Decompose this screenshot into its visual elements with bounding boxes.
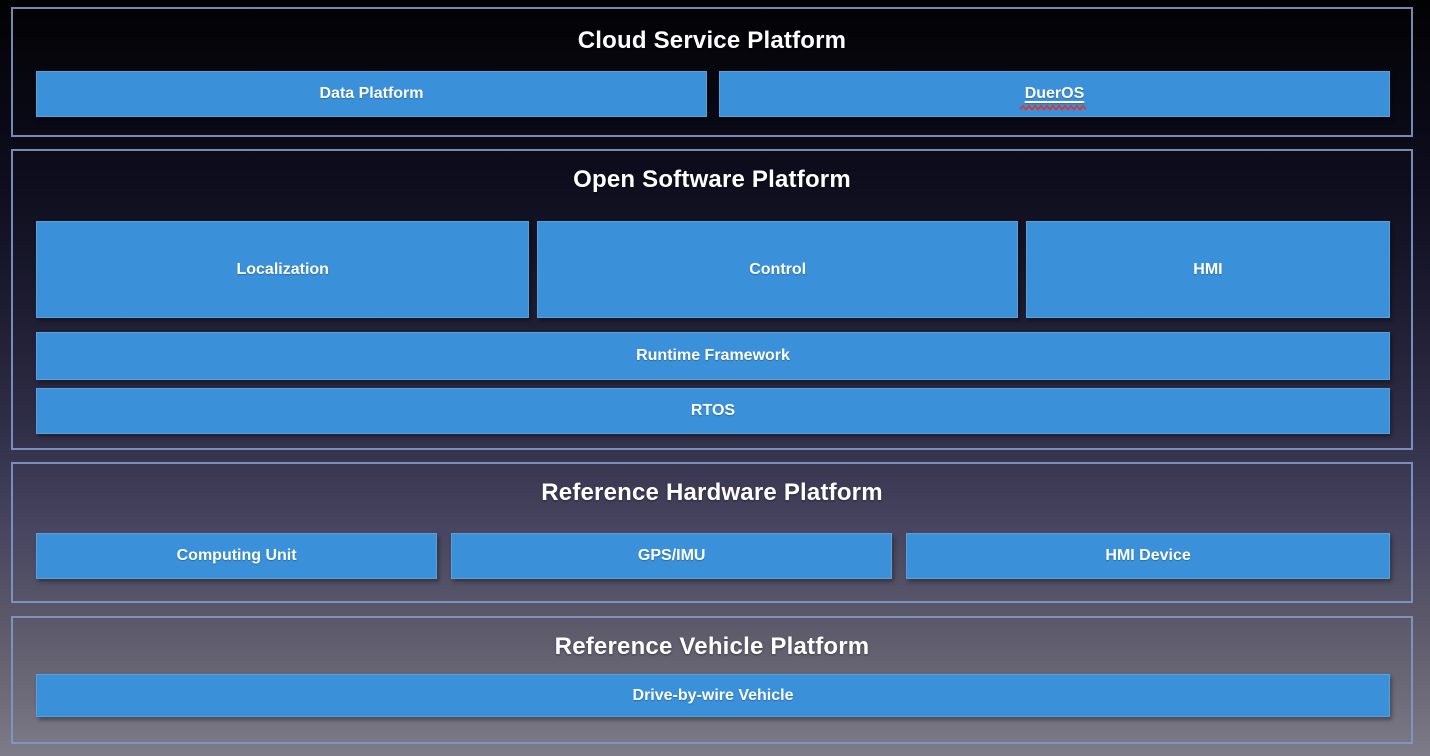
hardware-boxes-row: Computing Unit GPS/IMU HMI Device	[36, 533, 1390, 579]
box-runtime-framework[interactable]: Runtime Framework	[36, 332, 1390, 380]
box-dueros[interactable]: DuerOS	[719, 71, 1390, 117]
box-hmi-device[interactable]: HMI Device	[906, 533, 1390, 579]
box-data-platform[interactable]: Data Platform	[36, 71, 707, 117]
box-label-rtos: RTOS	[690, 402, 736, 419]
section-title-reference-hardware-platform: Reference Hardware Platform	[541, 479, 883, 506]
box-label-control: Control	[749, 260, 807, 278]
box-label-computing-unit: Computing Unit	[176, 547, 297, 564]
box-label-dueros: DuerOS	[1024, 85, 1085, 102]
box-label-localization: Localization	[236, 260, 329, 278]
section-open-software-platform: Open Software Platform Localization Cont…	[11, 149, 1413, 450]
section-cloud-service-platform: Cloud Service Platform Data Platform Due…	[11, 7, 1413, 137]
section-reference-hardware-platform: Reference Hardware Platform Computing Un…	[11, 462, 1413, 603]
box-gps-imu[interactable]: GPS/IMU	[451, 533, 893, 579]
box-label-drive-by-wire-vehicle: Drive-by-wire Vehicle	[632, 686, 794, 704]
section-reference-vehicle-platform: Reference Vehicle Platform Drive-by-wire…	[11, 616, 1413, 744]
box-rtos[interactable]: RTOS	[36, 388, 1390, 434]
box-label-hmi-device: HMI Device	[1105, 547, 1191, 564]
box-label-gps-imu: GPS/IMU	[637, 547, 706, 564]
box-label-hmi: HMI	[1193, 260, 1223, 278]
box-localization[interactable]: Localization	[36, 221, 530, 318]
box-hmi[interactable]: HMI	[1025, 221, 1390, 318]
rtos-bar-row: RTOS	[36, 388, 1390, 434]
box-label-data-platform: Data Platform	[319, 85, 424, 102]
box-drive-by-wire-vehicle[interactable]: Drive-by-wire Vehicle	[36, 674, 1390, 717]
dueros-label-wrap: DuerOS	[1019, 85, 1088, 111]
spellcheck-squiggle-icon	[1019, 104, 1088, 111]
box-control[interactable]: Control	[537, 221, 1018, 318]
software-modules-row: Localization Control HMI	[36, 221, 1390, 318]
cloud-boxes-row: Data Platform DuerOS	[36, 71, 1390, 117]
runtime-framework-bar-row: Runtime Framework	[36, 332, 1390, 380]
section-title-open-software-platform: Open Software Platform	[573, 166, 851, 193]
box-label-runtime-framework: Runtime Framework	[636, 347, 790, 364]
section-title-reference-vehicle-platform: Reference Vehicle Platform	[554, 633, 870, 660]
section-title-cloud-service-platform: Cloud Service Platform	[577, 27, 847, 54]
box-computing-unit[interactable]: Computing Unit	[36, 533, 438, 579]
vehicle-bar-row: Drive-by-wire Vehicle	[36, 674, 1390, 717]
